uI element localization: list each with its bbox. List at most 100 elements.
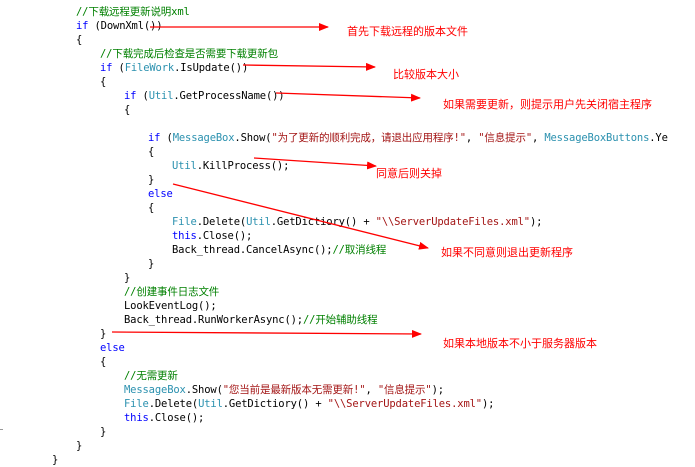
type-token: MessageBox [124,384,186,396]
keyword-token: if [100,62,113,74]
code-token: LookEventLog(); [124,300,217,312]
code-token: .GetDictiory() + [270,216,376,228]
code-token: .Close(); [148,412,205,424]
code-token: ); [481,398,495,410]
code-line[interactable]: } [100,327,106,341]
code-token: (DownXml()) [88,20,163,32]
code-line[interactable]: Back_thread.RunWorkerAsync();//开始辅助线程 [124,313,378,327]
code-line[interactable]: if (DownXml()) [76,19,163,33]
annotation-local-not-older: 如果本地版本不小于服务器版本 [443,337,597,350]
string-token: "\\ServerUpdateFiles.xml" [375,216,530,228]
type-token: FileWork [124,62,175,74]
comment-token: //取消线程 [332,244,387,256]
string-token: "您当前是最新版本无需更新!" [222,384,366,396]
code-token: } [76,440,83,452]
type-token: Util [148,90,174,102]
code-token: Back_thread.CancelAsync(); [172,244,333,256]
code-line[interactable]: } [52,453,58,467]
type-token: File [124,398,149,410]
code-line[interactable]: { [148,145,154,159]
code-token: ( [136,90,149,102]
code-token: .IsUpdate()) [174,62,249,74]
code-line[interactable]: //下载完成后检查是否需要下载更新包 [100,47,278,61]
code-token: } [124,272,131,284]
type-token: MessageBoxButtons [544,132,650,144]
code-token: { [100,76,107,88]
code-line[interactable]: { [100,355,106,369]
string-token: "\\ServerUpdateFiles.xml" [327,398,482,410]
code-token: , [532,132,545,144]
code-token: Back_thread.RunWorkerAsync(); [124,314,303,326]
annotation-download-remote-version: 首先下载远程的版本文件 [347,25,468,38]
code-token: ( [112,62,125,74]
code-line[interactable]: else [100,341,125,355]
comment-token: //创建事件日志文件 [124,286,220,298]
keyword-token: this [124,412,149,424]
code-line[interactable]: { [76,33,82,47]
type-token: Util [172,160,197,172]
string-token: "为了更新的顺利完成，请退出应用程序!" [271,132,466,144]
code-token: , [465,132,479,144]
code-token: } [52,454,59,466]
code-token: .Delete( [148,398,199,410]
keyword-token: this [172,230,197,242]
keyword-token: if [76,20,89,32]
comment-token: //下载完成后检查是否需要下载更新包 [100,48,278,60]
annotation-compare-version: 比较版本大小 [393,68,459,81]
code-line[interactable]: { [148,201,154,215]
type-token: Util [198,398,223,410]
code-line[interactable]: if (Util.GetProcessName()) [124,89,285,103]
code-line[interactable]: this.Close(); [172,229,252,243]
type-token: File [172,216,197,228]
string-token: "信息提示" [377,384,432,396]
comment-token: //下载远程更新说明xml [76,6,190,18]
code-token: ( [160,132,173,144]
code-line[interactable]: File.Delete(Util.GetDictiory() + "\\Serv… [172,215,542,229]
outline-collapse-marker[interactable] [0,429,3,430]
string-token: "信息提示" [478,132,532,144]
comment-token: //无需更新 [124,370,178,382]
code-token: } [148,258,155,270]
code-line[interactable]: //创建事件日志文件 [124,285,219,299]
annotation-agree-kill: 同意后则关掉 [376,167,442,180]
code-line[interactable]: { [100,75,106,89]
code-token: .GetProcessName()) [173,90,285,102]
code-token: } [148,174,155,186]
code-line[interactable]: } [148,257,154,271]
annotation-prompt-close-host: 如果需要更新，则提示用户先关闭宿主程序 [443,98,652,111]
code-token: { [148,146,155,158]
code-line[interactable]: LookEventLog(); [124,299,217,313]
keyword-token: if [124,90,137,102]
code-line[interactable]: //下载远程更新说明xml [76,5,190,19]
code-token: .Show( [234,132,272,144]
code-line[interactable]: { [124,103,130,117]
code-line[interactable]: MessageBox.Show("您当前是最新版本无需更新!", "信息提示")… [124,383,444,397]
type-token: Util [246,216,271,228]
code-token: { [76,34,83,46]
code-line[interactable]: } [76,439,82,453]
code-line[interactable]: File.Delete(Util.GetDictiory() + "\\Serv… [124,397,494,411]
code-line[interactable]: if (MessageBox.Show("为了更新的顺利完成，请退出应用程序!"… [148,131,668,145]
code-token: } [100,426,107,438]
keyword-token: if [148,132,161,144]
code-line[interactable]: } [148,173,154,187]
code-line[interactable]: } [124,271,130,285]
code-line[interactable]: if (FileWork.IsUpdate()) [100,61,248,75]
code-token: , [365,384,378,396]
code-token: } [100,328,107,340]
code-token: { [148,202,155,214]
code-line[interactable]: Back_thread.CancelAsync();//取消线程 [172,243,386,257]
code-token: { [100,356,107,368]
type-token: MessageBox [172,132,235,144]
code-token: .Close(); [196,230,253,242]
code-token: .GetDictiory() + [222,398,328,410]
keyword-token: else [148,188,173,200]
code-line[interactable]: Util.KillProcess(); [172,159,289,173]
comment-token: //开始辅助线程 [302,314,378,326]
code-line[interactable]: } [100,425,106,439]
code-token: ); [431,384,444,396]
code-line[interactable]: //无需更新 [124,369,178,383]
code-line[interactable]: else [148,187,173,201]
code-line[interactable]: this.Close(); [124,411,204,425]
